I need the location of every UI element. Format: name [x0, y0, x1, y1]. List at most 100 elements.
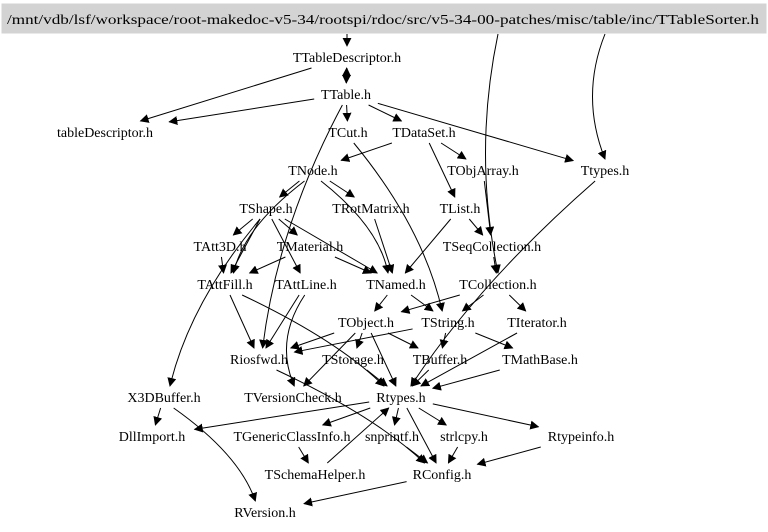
edge-TObject-to-Rtypes	[370, 332, 397, 387]
edges-layer	[139, 33, 607, 507]
node-TAttFill[interactable]: TAttFill.h	[197, 278, 252, 293]
node-label: snprintf.h	[365, 430, 419, 445]
node-TIterator[interactable]: TIterator.h	[507, 316, 566, 331]
node-TCut[interactable]: TCut.h	[328, 126, 367, 141]
node-label: RConfig.h	[413, 468, 472, 483]
node-label: TList.h	[440, 202, 481, 217]
node-TSchemaHelper[interactable]: TSchemaHelper.h	[265, 468, 366, 483]
edge-root-to-Ttypes	[592, 33, 607, 160]
node-TAttLine[interactable]: TAttLine.h	[275, 278, 336, 293]
node-TTableDescriptor[interactable]: TTableDescriptor.h	[293, 51, 401, 66]
node-label: TDataSet.h	[392, 126, 455, 141]
edge-TSchemaHelper-to-Rtypes	[326, 407, 390, 464]
edge-TAttLine-to-TVersionCheck	[286, 294, 306, 387]
edge-TDataSet-to-TObjArray	[440, 142, 467, 160]
node-tableDescriptor[interactable]: tableDescriptor.h	[57, 126, 153, 141]
edge-TDataSet-to-TNode	[340, 142, 393, 162]
node-label: TSeqCollection.h	[443, 240, 541, 255]
edge-TMaterial-to-TAttFill	[248, 256, 286, 274]
node-label: TString.h	[421, 316, 474, 331]
edge-TAttFill-to-Riosfwd	[229, 294, 255, 349]
edge-TTable-to-tableDescriptor	[168, 98, 315, 126]
edge-TObject-to-TStorage	[355, 332, 364, 349]
edge-TShape-to-X3DBuffer	[167, 218, 261, 387]
node-TCollection[interactable]: TCollection.h	[459, 278, 536, 293]
edge-Rtypes-to-RConfig	[406, 407, 437, 464]
node-RConfig[interactable]: RConfig.h	[413, 468, 472, 483]
node-label: Rtypes.h	[376, 391, 425, 406]
node-TRotMatrix[interactable]: TRotMatrix.h	[332, 202, 409, 217]
node-TVersionCheck[interactable]: TVersionCheck.h	[244, 391, 342, 406]
node-label: Rtypeinfo.h	[548, 430, 615, 445]
edge-TShape-to-TAttLine	[271, 218, 301, 274]
node-TStorage[interactable]: TStorage.h	[322, 353, 384, 368]
node-X3DBuffer[interactable]: X3DBuffer.h	[127, 391, 200, 406]
node-TString[interactable]: TString.h	[421, 316, 474, 331]
edge-snprintf-to-RConfig	[406, 446, 429, 464]
node-label: TMathBase.h	[502, 353, 578, 368]
node-label: TTable.h	[321, 88, 371, 103]
node-label: TObject.h	[338, 316, 394, 331]
node-label: TCollection.h	[459, 278, 536, 293]
edge-X3DBuffer-to-DllImport	[153, 407, 163, 426]
node-TGenericClassInfo[interactable]: TGenericClassInfo.h	[233, 430, 350, 445]
node-label: TObjArray.h	[447, 164, 519, 179]
edge-TObjArray-to-TSeqCollection	[483, 180, 495, 236]
node-TObjArray[interactable]: TObjArray.h	[447, 164, 519, 179]
node-label: TTableDescriptor.h	[293, 51, 401, 66]
node-label: RVersion.h	[234, 506, 296, 521]
edge-TTableDescriptor-to-tableDescriptor	[139, 67, 312, 123]
edge-TCut-to-TString	[353, 142, 445, 312]
node-TObject[interactable]: TObject.h	[338, 316, 394, 331]
edge-TDataSet-to-TList	[428, 142, 456, 198]
edge-TNode-to-TNamed	[320, 180, 391, 274]
edge-TAtt3D-to-TAttFill	[218, 256, 227, 274]
node-TSeqCollection[interactable]: TSeqCollection.h	[443, 240, 541, 255]
root-node-box	[1, 3, 767, 34]
nodes-layer: /mnt/vdb/lsf/workspace/root-makedoc-v5-3…	[1, 3, 767, 521]
edge-root-to-TCollection	[485, 33, 501, 274]
node-label: TCut.h	[328, 126, 367, 141]
edge-TMathBase-to-Rtypes	[431, 369, 500, 391]
edge-TMaterial-to-TNamed	[334, 256, 372, 274]
node-TBuffer[interactable]: TBuffer.h	[413, 353, 468, 368]
node-root[interactable]: /mnt/vdb/lsf/workspace/root-makedoc-v5-3…	[1, 3, 767, 34]
node-TShape[interactable]: TShape.h	[239, 202, 292, 217]
edge-TAttLine-to-Riosfwd	[265, 294, 300, 349]
node-TDataSet[interactable]: TDataSet.h	[392, 126, 455, 141]
node-label: TIterator.h	[507, 316, 566, 331]
node-Rtypeinfo[interactable]: Rtypeinfo.h	[548, 430, 615, 445]
node-TList[interactable]: TList.h	[440, 202, 481, 217]
node-RVersion[interactable]: RVersion.h	[234, 506, 296, 521]
node-label: TAtt3D.h	[194, 240, 247, 255]
node-label: TAttFill.h	[197, 278, 252, 293]
edge-TCollection-to-TIterator	[508, 294, 527, 312]
node-TAtt3D[interactable]: TAtt3D.h	[194, 240, 247, 255]
node-strlcpy[interactable]: strlcpy.h	[440, 430, 488, 445]
edge-Rtypes-to-snprintf	[391, 407, 401, 426]
node-TTable[interactable]: TTable.h	[321, 88, 371, 103]
node-Rtypes[interactable]: Rtypes.h	[376, 391, 425, 406]
edge-TList-to-TNamed	[404, 218, 452, 274]
edge-Rtypes-to-DllImport	[193, 401, 370, 433]
edge-TTable-to-Ttypes	[377, 102, 575, 163]
node-label: TVersionCheck.h	[244, 391, 342, 406]
node-DllImport[interactable]: DllImport.h	[119, 430, 186, 445]
edge-TStorage-to-Rtypes	[366, 369, 388, 387]
node-TNamed[interactable]: TNamed.h	[366, 278, 425, 293]
node-TMaterial[interactable]: TMaterial.h	[277, 240, 343, 255]
node-label: TNode.h	[288, 164, 337, 179]
node-TNode[interactable]: TNode.h	[288, 164, 337, 179]
node-label: TStorage.h	[322, 353, 384, 368]
node-TMathBase[interactable]: TMathBase.h	[502, 353, 578, 368]
node-Riosfwd[interactable]: Riosfwd.h	[230, 353, 288, 368]
edge-Rtypes-to-Rtypeinfo	[432, 403, 540, 430]
node-Ttypes[interactable]: Ttypes.h	[581, 164, 630, 179]
node-snprintf[interactable]: snprintf.h	[365, 430, 419, 445]
edge-TSeqCollection-to-TCollection	[490, 256, 500, 274]
node-label: TSchemaHelper.h	[265, 468, 366, 483]
edge-Rtypeinfo-to-RConfig	[476, 446, 541, 467]
edge-TNode-to-TAttFill	[230, 180, 305, 274]
edge-TGenericClassInfo-to-TSchemaHelper	[298, 446, 309, 464]
